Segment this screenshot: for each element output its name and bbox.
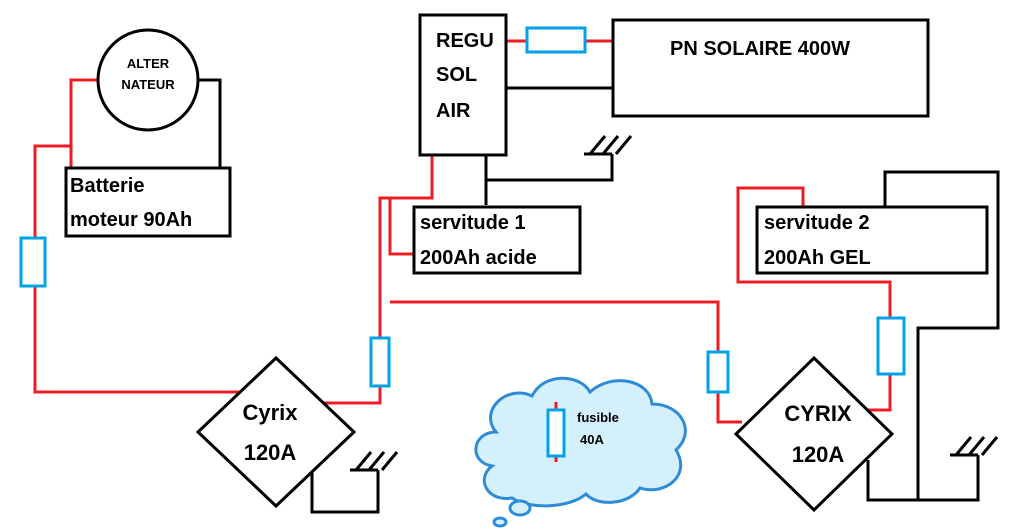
regulator [418,13,508,157]
service-battery-2-label-line1: servitude 2 [764,212,870,234]
service-battery-2 [755,205,989,275]
cyrix-right-label-line2: 120A [792,442,845,467]
cloud-bubble-large [508,499,532,517]
wire-alternator-to-engine-battery [69,78,98,168]
cloud-shape [474,376,687,508]
legend-label-line1: fusible [577,410,619,425]
legend-label-line2: 40A [580,432,604,447]
cyrix-right [733,355,895,513]
fuse-cyrix-left [369,336,391,388]
cyrix-left [195,355,357,509]
alternator-label-line2: NATEUR [121,77,175,92]
cyrix-right-label-line1: CYRIX [784,401,852,426]
cloud-bubble-small [492,516,508,528]
wire-alternator-to-engine-battery-neg [198,78,222,168]
regulator-label-line2: SOL [436,64,477,86]
ground-wires [198,78,1000,514]
legend-cloud [474,376,687,528]
fuse-engine-battery [19,236,47,288]
ground-symbols [350,135,999,472]
wire-cyrix-left-to-bus [312,155,434,405]
fuse-service-2 [876,316,906,376]
wire-cyrix-right-ground [866,455,980,502]
alternator [96,28,200,132]
wire-service-2-neg [883,170,1000,500]
wire-service-2-loop [736,186,892,412]
service-battery-1-label-line2: 200Ah acide [420,247,537,269]
regulator-label-line1: REGU [436,30,494,52]
engine-battery [64,166,232,238]
fuse-legend [546,408,566,458]
cyrix-left-label-line2: 120A [244,440,297,465]
service-battery-2-label-line2: 200Ah GEL [764,247,871,269]
service-battery-1 [412,205,582,275]
wire-ground-bar-top [486,154,614,182]
fuse-cyrix-right [706,350,730,394]
fuse-regulator-panel [525,26,587,54]
wire-bus-to-service-1 [388,198,414,256]
engine-battery-label-line2: moteur 90Ah [70,209,192,231]
service-battery-1-label-line1: servitude 1 [420,212,526,234]
wire-cyrix-left-to-ground [310,470,380,514]
regulator-label-line3: AIR [436,100,471,122]
ground-icon [584,135,633,156]
engine-battery-label-line1: Batterie [70,175,144,197]
fuses [19,26,906,458]
alternator-label-line1: ALTER [127,56,170,71]
labels: ALTER NATEUR Batterie moteur 90Ah REGU S… [70,30,871,467]
solar-panel-label: PN SOLAIRE 400W [670,38,850,60]
solar-panel [611,18,930,118]
cyrix-left-label-line1: Cyrix [242,400,298,425]
components [64,13,989,513]
ground-icon [350,451,399,472]
ground-icon [950,436,999,457]
